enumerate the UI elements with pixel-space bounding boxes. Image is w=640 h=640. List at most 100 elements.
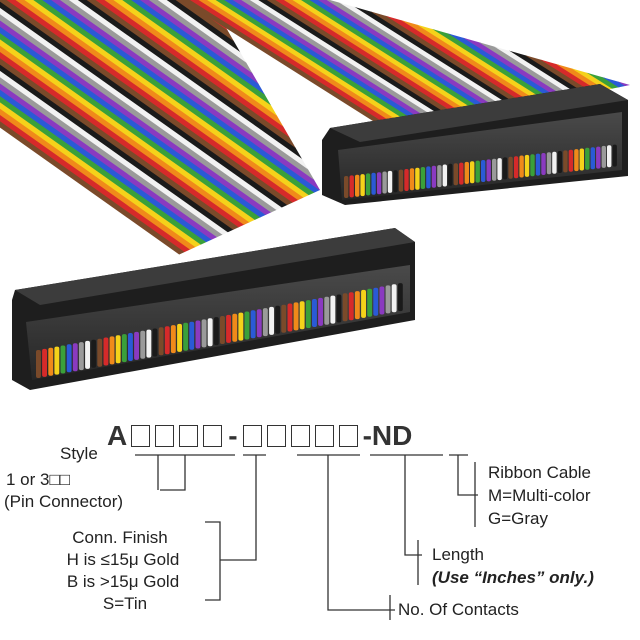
- connector-pin-wire: [361, 289, 366, 318]
- connector-pin-wire: [382, 171, 387, 194]
- connector-pin-wire: [607, 145, 612, 168]
- label-style-note: (Pin Connector): [4, 492, 124, 511]
- connector-pin-wire: [508, 156, 513, 179]
- connector-pin-wire: [103, 337, 109, 366]
- connector-pin-wire: [453, 163, 458, 186]
- connector-pin-wire: [54, 346, 60, 375]
- connector-pin-wire: [226, 314, 231, 343]
- connector-pin-wire: [60, 345, 66, 374]
- ribbon-wire: [0, 0, 244, 279]
- ribbon-wire: [0, 0, 320, 250]
- connector-pin-wire: [330, 295, 336, 324]
- connector-pin-wire: [336, 294, 342, 323]
- connector-pin-wire: [312, 299, 317, 327]
- ribbon-wire: [92, 0, 436, 132]
- connector-pin-wire: [612, 144, 617, 167]
- ribbon-wire: [575, 0, 630, 54]
- connector-pin-wire: [385, 285, 391, 314]
- label-finish-s: S=Tin: [102, 594, 148, 613]
- connector-pin-wire: [431, 165, 437, 188]
- ribbon-wire: [0, 0, 320, 265]
- connector-pin-wire: [164, 326, 170, 355]
- ribbon-wire: [582, 0, 630, 53]
- ribbon-wire: [255, 0, 599, 106]
- ribbon-wire: [167, 0, 511, 120]
- connector-pin-wire: [324, 296, 330, 325]
- ribbon-wire: [0, 0, 320, 262]
- cable-box: [338, 425, 358, 447]
- connector-pin-wire: [535, 153, 541, 176]
- connector-pin-wire: [563, 150, 568, 173]
- connector-pin-wire: [404, 169, 409, 191]
- connector-pin-wire: [464, 161, 469, 184]
- connector-pin-wire: [590, 147, 595, 170]
- connector-pin-wire: [415, 167, 420, 190]
- ribbon-wire: [0, 0, 320, 252]
- length-box-1: [290, 425, 310, 447]
- ribbon-wire: [520, 0, 630, 63]
- style-box-2: [155, 425, 175, 447]
- connector-pin-wire: [387, 170, 393, 193]
- ribbon-wire: [133, 0, 477, 126]
- connector-pin-wire: [91, 339, 97, 368]
- connector-pin-wire: [373, 287, 379, 316]
- connector-pin-wire: [426, 166, 431, 189]
- connector-pin-wire: [134, 331, 139, 360]
- connector-pin-wire: [393, 170, 398, 193]
- connector-pin-wire: [546, 152, 552, 175]
- label-finish-title: Conn. Finish: [72, 528, 168, 547]
- connector-pin-wire: [287, 303, 293, 332]
- part-number-template: A - -ND: [107, 416, 412, 456]
- connector-pin-wire: [470, 161, 475, 184]
- connector-pin-wire: [115, 335, 121, 364]
- connector-pin-wire: [183, 322, 189, 351]
- ribbon-wire: [0, 0, 320, 261]
- ribbon-wire: [527, 0, 630, 62]
- connector-pin-wire: [398, 169, 404, 192]
- connector-pin-wire: [365, 173, 371, 196]
- connector-pin-wire: [318, 297, 323, 326]
- connector-pin-wire: [585, 147, 590, 170]
- ribbon-wire: [568, 0, 630, 55]
- connector-pin-wire: [66, 344, 72, 373]
- contacts-box-2: [266, 425, 286, 447]
- ribbon-wire: [235, 0, 579, 109]
- ribbon-wire: [153, 0, 497, 122]
- ribbon-wire: [269, 0, 613, 104]
- connector-pin-wire: [497, 158, 502, 181]
- idc-connector-right: [322, 84, 628, 205]
- ribbon-wire: [0, 0, 320, 241]
- connector-pin-wire: [275, 305, 281, 334]
- connector-pin-wire: [146, 329, 152, 358]
- ribbon-wire: [0, 0, 237, 280]
- connector-pin-wire: [238, 312, 244, 341]
- connector-pin-wire: [177, 323, 182, 352]
- connector-pin-wire: [552, 151, 557, 174]
- ribbon-wire: [0, 0, 316, 267]
- ribbon-wire: [0, 0, 251, 278]
- connector-pin-wire: [442, 164, 447, 187]
- ribbon-wire: [146, 0, 490, 123]
- connector-pin-wire: [158, 327, 164, 356]
- connector-pin-wire: [293, 302, 299, 331]
- connector-pin-wire: [201, 319, 207, 348]
- ribbon-wire: [0, 0, 320, 242]
- label-cable-g: G=Gray: [488, 509, 548, 528]
- connector-pin-wire: [420, 167, 426, 189]
- ribbon-wire: [514, 0, 630, 64]
- connector-pin-wire: [437, 165, 442, 188]
- connector-pin-wire: [448, 163, 453, 186]
- ribbon-wire: [554, 0, 630, 57]
- ribbon-wire: [588, 0, 630, 52]
- ribbon-wire: [0, 0, 309, 268]
- connector-pin-wire: [344, 176, 349, 198]
- connector-pin-wire: [391, 284, 397, 313]
- ribbon-wire: [0, 0, 320, 256]
- ribbon-wire: [0, 0, 287, 272]
- connector-pin-wire: [121, 334, 127, 363]
- connector-pin-wire: [371, 172, 376, 195]
- ribbon-wire: [0, 0, 222, 283]
- ribbon-wire: [500, 0, 630, 66]
- connector-pin-wire: [262, 308, 268, 337]
- style-box-3: [179, 425, 199, 447]
